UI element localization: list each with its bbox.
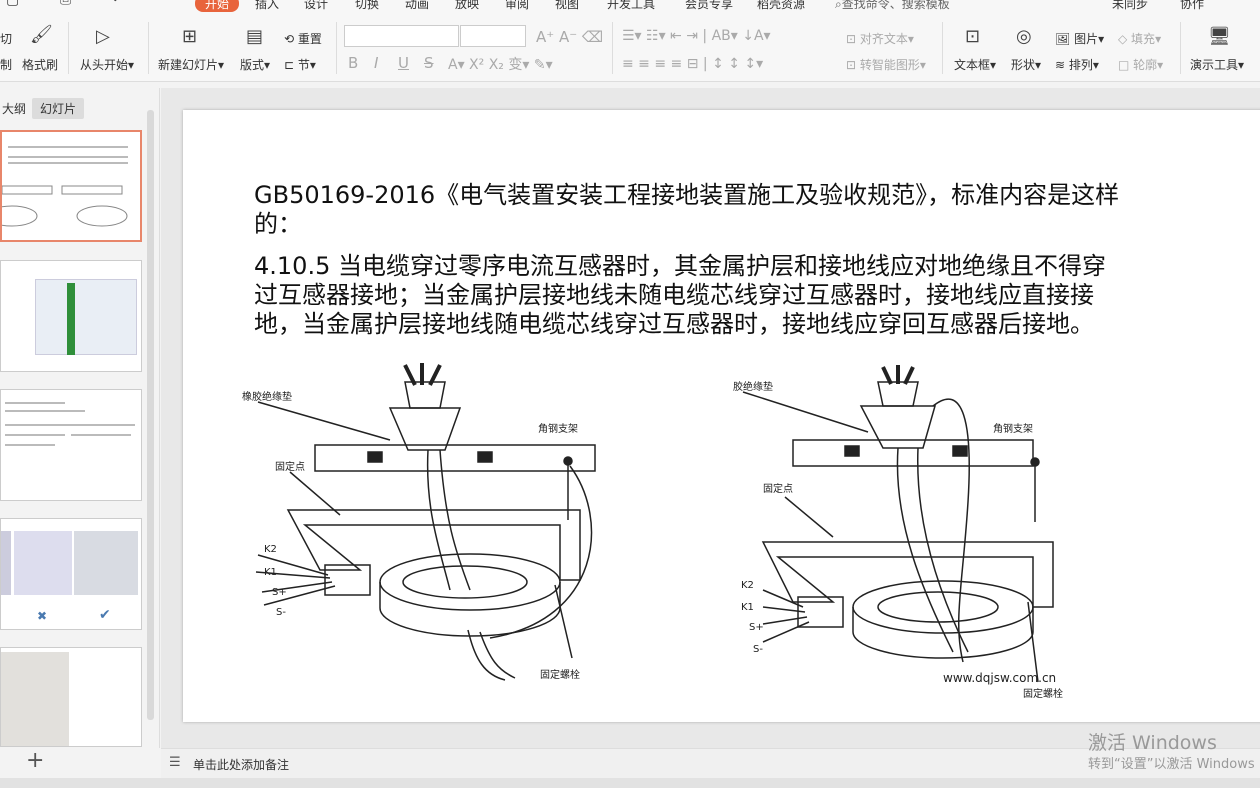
play-from-start-icon: ▷ bbox=[96, 26, 110, 47]
new-slide-button[interactable]: 新建幻灯片▾ bbox=[158, 58, 225, 72]
tab-slides[interactable]: 幻灯片 bbox=[32, 98, 85, 119]
layout-button[interactable]: 版式▾ bbox=[240, 58, 271, 72]
activation-watermark-title: 激活 Windows bbox=[1088, 732, 1217, 754]
label-fix-point: 固定点 bbox=[763, 482, 793, 495]
label-k2: K2 bbox=[741, 580, 754, 591]
outline-button[interactable]: □ 轮廓▾ bbox=[1118, 58, 1164, 72]
tab-slideshow[interactable]: 放映 bbox=[455, 0, 480, 11]
label-website: www.dqjsw.com.cn bbox=[943, 671, 1056, 685]
font-size-select[interactable] bbox=[460, 25, 526, 47]
slide-thumbnail-3[interactable] bbox=[0, 389, 142, 501]
search-label: 查找命令、搜索模板 bbox=[841, 0, 950, 11]
list-icons[interactable]: ☰▾ ☷▾ ⇤ ⇥ | AB▾ ↓A▾ bbox=[622, 28, 771, 44]
label-k1: K1 bbox=[264, 567, 277, 578]
copy-button[interactable]: 制 bbox=[0, 58, 13, 72]
slide-body-line-2[interactable]: 过互感器接地；当金属护层接地线未随电缆芯线穿过互感器时，接地线应直接接 bbox=[254, 281, 1094, 309]
tab-insert[interactable]: 插入 bbox=[255, 0, 280, 11]
label-s-minus: S- bbox=[753, 644, 763, 655]
slide-title-cont[interactable]: 的： bbox=[254, 210, 302, 238]
add-slide-button[interactable]: + bbox=[26, 748, 45, 773]
underline-button[interactable]: U bbox=[398, 54, 409, 72]
search-icon: ⌕ bbox=[835, 0, 842, 11]
notes-pane[interactable]: ☰ 单击此处添加备注 bbox=[161, 748, 1260, 778]
ribbon: 切 制 🖌 格式刷 ▷ 从头开始▾ ⊞ 新建幻灯片▾ ▤ 版式▾ ⟲ 重置 ⊏ … bbox=[0, 12, 1260, 82]
shape-button[interactable]: 形状▾ bbox=[1011, 58, 1042, 72]
save-icon[interactable]: ▢ bbox=[6, 0, 20, 8]
tab-docer[interactable]: 稻壳资源 bbox=[757, 0, 806, 11]
bold-button[interactable]: B bbox=[348, 54, 359, 72]
sync-status[interactable]: 未同步 bbox=[1112, 0, 1149, 11]
font-color-icon[interactable]: A▾ X² X₂ 变▾ ✎▾ bbox=[448, 57, 553, 73]
present-tools-icon: 🖥 bbox=[1208, 26, 1231, 47]
tab-transition[interactable]: 切换 bbox=[355, 0, 380, 11]
tab-design[interactable]: 设计 bbox=[304, 0, 329, 11]
slide-panel-scrollbar[interactable] bbox=[147, 110, 154, 720]
label-k1: K1 bbox=[741, 602, 754, 613]
slide-thumbnail-1[interactable] bbox=[0, 130, 142, 242]
tab-review[interactable]: 审阅 bbox=[505, 0, 530, 11]
label-s-plus: S+ bbox=[749, 622, 764, 633]
label-fix-bolt: 固定螺栓 bbox=[540, 668, 580, 681]
label-s-plus: S+ bbox=[272, 587, 287, 598]
from-start-button[interactable]: 从头开始▾ bbox=[80, 58, 135, 72]
layout-icon: ▤ bbox=[246, 26, 264, 47]
arrange-button[interactable]: ≋ 排列▾ bbox=[1055, 58, 1099, 72]
slide-thumbnail-2[interactable] bbox=[0, 260, 142, 372]
align-text-button[interactable]: ⊡ 对齐文本▾ bbox=[846, 32, 914, 46]
italic-button[interactable]: I bbox=[374, 54, 379, 72]
label-rubber-pad: 橡胶绝缘垫 bbox=[733, 380, 773, 393]
font-name-select[interactable] bbox=[344, 25, 459, 47]
slide-thumbnail-4[interactable]: ✖ ✔ bbox=[0, 518, 142, 630]
tab-animation[interactable]: 动画 bbox=[405, 0, 430, 11]
thumbnail-diagram bbox=[2, 185, 128, 227]
undo-icon[interactable]: ↶ bbox=[112, 0, 124, 8]
format-painter-button[interactable]: 格式刷 bbox=[22, 58, 59, 72]
menu-bar: ▢ ⎙ ↶ 开始 插入 设计 切换 动画 放映 审阅 视图 开发工具 会员专享 … bbox=[0, 0, 1260, 12]
print-icon[interactable]: ⎙ bbox=[60, 0, 72, 8]
label-k2: K2 bbox=[264, 544, 277, 555]
notes-icon: ☰ bbox=[169, 755, 181, 770]
textbox-button[interactable]: 文本框▾ bbox=[954, 58, 997, 72]
status-bar bbox=[0, 778, 1260, 788]
section-button[interactable]: ⊏ 节▾ bbox=[284, 58, 316, 72]
present-tools-button[interactable]: 演示工具▾ bbox=[1190, 58, 1245, 72]
diagram-left[interactable]: 橡胶绝缘垫 角钢支架 固定点 固定螺栓 K2 K1 S+ S- bbox=[240, 360, 660, 700]
activation-watermark-subtitle: 转到“设置”以激活 Windows bbox=[1088, 757, 1255, 772]
tab-developer[interactable]: 开发工具 bbox=[607, 0, 656, 11]
font-grow-icon[interactable]: A⁺ A⁻ ⌫ bbox=[536, 28, 604, 46]
format-painter-icon: 🖌 bbox=[30, 24, 53, 45]
search-command[interactable]: ⌕查找命令、搜索模板 bbox=[835, 0, 950, 12]
check-icon: ✔ bbox=[99, 607, 111, 623]
cross-icon: ✖ bbox=[37, 609, 48, 623]
label-fix-bolt: 固定螺栓 bbox=[1023, 687, 1063, 700]
collab-button[interactable]: 协作 bbox=[1180, 0, 1205, 11]
slide-title[interactable]: GB50169-2016《电气装置安装工程接地装置施工及验收规范》，标准内容是这… bbox=[254, 181, 1120, 209]
tab-member[interactable]: 会员专享 bbox=[685, 0, 734, 11]
new-slide-icon: ⊞ bbox=[182, 26, 198, 47]
fill-button[interactable]: ◇ 填充▾ bbox=[1118, 32, 1162, 46]
textbox-icon: ⊡ bbox=[965, 26, 981, 47]
reset-button[interactable]: ⟲ 重置 bbox=[284, 32, 322, 46]
slide-body-line-3[interactable]: 地，当金属护层接地线随电缆芯线穿过互感器时，接地线应穿回互感器后接地。 bbox=[254, 310, 1094, 338]
slide-panel: 大纲 幻灯片 ✖ ✔ + bbox=[0, 88, 160, 773]
label-rubber-pad: 橡胶绝缘垫 bbox=[242, 390, 292, 403]
smartart-button[interactable]: ⊡ 转智能图形▾ bbox=[846, 58, 926, 72]
notes-placeholder[interactable]: 单击此处添加备注 bbox=[193, 758, 290, 772]
tab-view[interactable]: 视图 bbox=[555, 0, 580, 11]
strike-button[interactable]: S bbox=[424, 54, 434, 72]
tab-outline[interactable]: 大纲 bbox=[2, 102, 27, 116]
align-icons[interactable]: ≡ ≡ ≡ ≡ ⊟ | ↕ ↕ ↕▾ bbox=[622, 56, 764, 72]
slide-canvas[interactable]: GB50169-2016《电气装置安装工程接地装置施工及验收规范》，标准内容是这… bbox=[183, 110, 1260, 722]
shape-icon: ◎ bbox=[1016, 26, 1032, 47]
picture-button[interactable]: 🖼 图片▾ bbox=[1055, 32, 1105, 46]
label-fix-point: 固定点 bbox=[275, 460, 305, 473]
slide-body-line-1[interactable]: 4.10.5 当电缆穿过零序电流互感器时，其金属护层和接地线应对地绝缘且不得穿 bbox=[254, 252, 1106, 280]
tab-home[interactable]: 开始 bbox=[195, 0, 240, 12]
label-angle-bracket: 角钢支架 bbox=[538, 422, 578, 435]
cut-button[interactable]: 切 bbox=[0, 32, 13, 46]
label-s-minus: S- bbox=[276, 607, 286, 618]
label-angle-bracket: 角钢支架 bbox=[993, 422, 1033, 435]
slide-thumbnail-5[interactable] bbox=[0, 647, 142, 747]
diagram-right[interactable]: 橡胶绝缘垫 角钢支架 固定点 固定螺栓 www.dqjsw.com.cn K2 … bbox=[733, 362, 1133, 702]
